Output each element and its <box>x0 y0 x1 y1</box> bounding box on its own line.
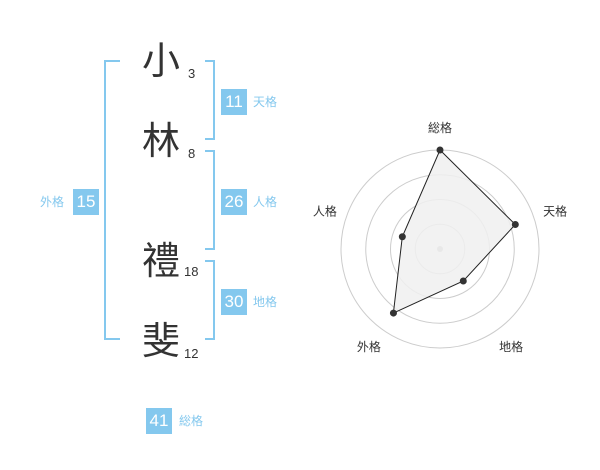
radar-data-polygon <box>392 149 516 314</box>
radar-axis-label-5: 人格 <box>313 204 337 219</box>
chikaku-bracket <box>205 260 215 340</box>
chikaku-label: 地格 <box>253 295 278 309</box>
tenkaku-label: 天格 <box>253 95 278 109</box>
gaikaku-value-badge: 15 <box>73 189 99 215</box>
name-char-1: 小 <box>142 39 181 83</box>
stroke-count-1: 3 <box>188 66 196 81</box>
radar-axis-label-1: 総格 <box>428 120 452 135</box>
radar-point-4 <box>389 309 397 317</box>
jinkaku-bracket <box>205 150 215 250</box>
jinkaku-value-badge: 26 <box>221 189 247 215</box>
soukaku-label: 総格 <box>179 414 204 428</box>
radar-axis-label-4: 外格 <box>357 339 381 354</box>
radar-point-1 <box>436 146 444 154</box>
radar-axis-label-3: 地格 <box>499 339 523 354</box>
gaikaku-label: 外格 <box>40 195 65 209</box>
name-char-4: 斐 <box>142 319 181 363</box>
radar-point-2 <box>511 221 519 229</box>
radar-point-3 <box>459 277 467 285</box>
stroke-count-4: 12 <box>184 346 199 361</box>
jinkaku-label: 人格 <box>253 195 278 209</box>
gaikaku-bracket <box>104 60 120 340</box>
tenkaku-value-badge: 11 <box>221 89 247 115</box>
stroke-count-3: 18 <box>184 264 199 279</box>
radar-point-5 <box>398 233 406 241</box>
chikaku-value-badge: 30 <box>221 289 247 315</box>
radar-axis-label-2: 天格 <box>543 204 567 219</box>
name-char-2: 林 <box>142 119 181 163</box>
stroke-count-2: 8 <box>188 146 196 161</box>
soukaku-value-badge: 41 <box>146 408 172 434</box>
name-char-3: 禮 <box>142 239 181 283</box>
tenkaku-bracket <box>205 60 215 140</box>
